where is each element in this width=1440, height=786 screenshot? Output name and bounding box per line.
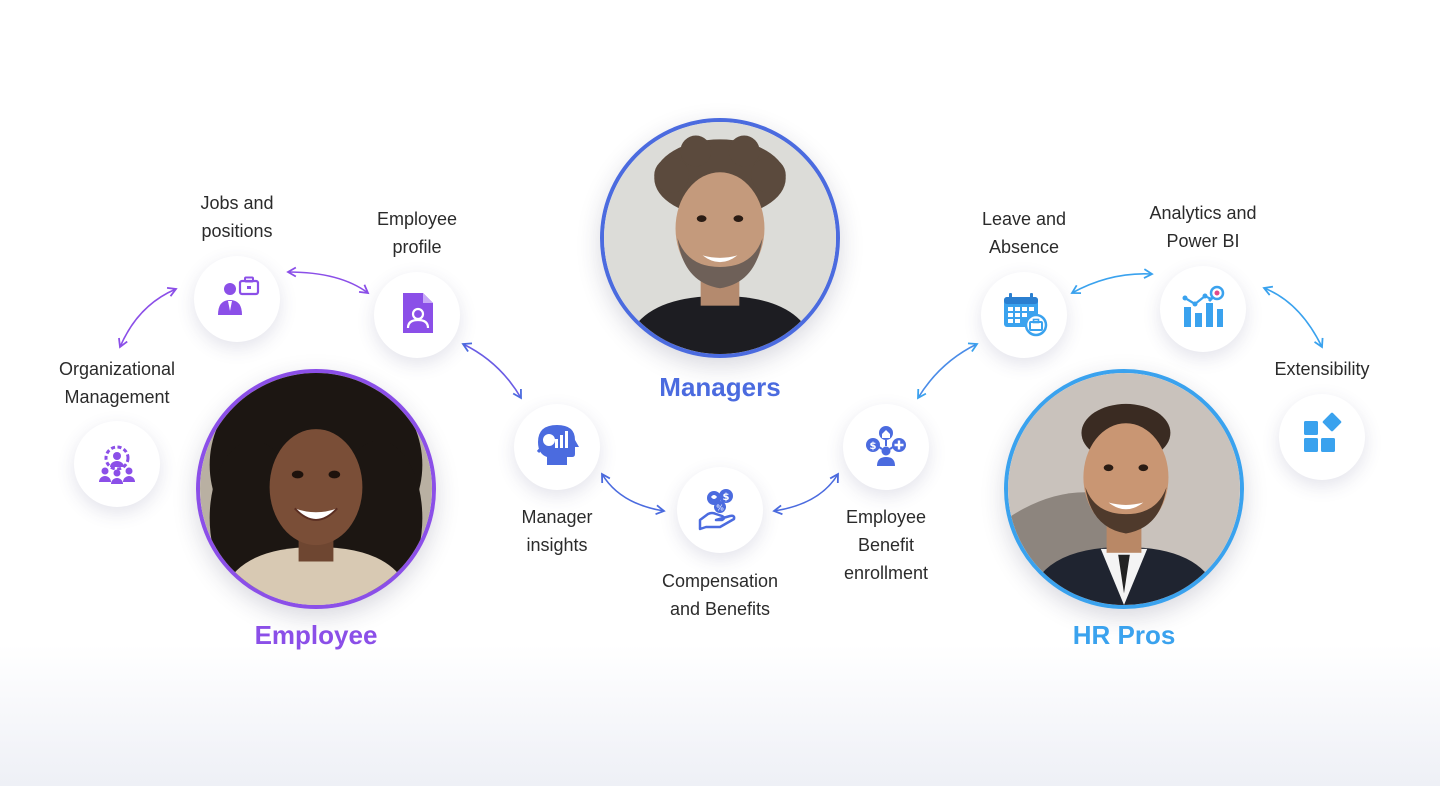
node-benefit-enrollment[interactable]: $ xyxy=(843,404,929,490)
role-managers: Managers xyxy=(659,372,781,402)
label-org-management: Organizational Management xyxy=(58,359,176,407)
hr-pros-avatar xyxy=(1004,369,1244,609)
label-manager-insights: Manager insights xyxy=(521,507,593,555)
arrow-compensation-enrollment xyxy=(772,472,839,516)
svg-text:$: $ xyxy=(723,492,730,503)
svg-text:%: % xyxy=(716,503,724,512)
node-extensibility[interactable] xyxy=(1279,394,1365,480)
role-hr-pros: HR Pros xyxy=(1072,620,1176,650)
node-jobs-positions[interactable] xyxy=(194,256,280,342)
org-management-icon xyxy=(93,438,141,491)
arrow-enrollment-leave xyxy=(917,342,979,400)
arrow-profile-insights xyxy=(461,342,522,400)
label-analytics: Analytics and Power BI xyxy=(1149,203,1257,251)
arrow-leave-analytics xyxy=(1070,268,1154,295)
employee-avatar xyxy=(196,369,436,609)
arrow-jobs-profile xyxy=(286,266,370,295)
leave-absence-icon xyxy=(1000,289,1048,342)
label-employee-profile: Employee profile xyxy=(376,209,458,257)
node-org-management[interactable] xyxy=(74,421,160,507)
managers-avatar xyxy=(600,118,840,358)
node-manager-insights[interactable] xyxy=(514,404,600,490)
label-benefit-enrollment: Employee Benefit enrollment xyxy=(843,507,929,583)
node-analytics[interactable] xyxy=(1160,266,1246,352)
role-employee: Employee xyxy=(254,620,378,650)
employee-profile-icon xyxy=(393,289,441,342)
node-compensation[interactable]: $ % xyxy=(677,467,763,553)
node-employee-profile[interactable] xyxy=(374,272,460,358)
benefit-enrollment-icon: $ xyxy=(862,421,910,474)
label-compensation: Compensation and Benefits xyxy=(661,571,779,619)
label-leave-absence: Leave and Absence xyxy=(981,209,1067,257)
node-leave-absence[interactable] xyxy=(981,272,1067,358)
jobs-positions-icon xyxy=(213,273,261,326)
arrow-org-jobs xyxy=(118,287,178,349)
label-extensibility: Extensibility xyxy=(1274,359,1370,379)
compensation-icon: $ % xyxy=(696,484,744,537)
arrow-analytics-extensibility xyxy=(1262,285,1324,349)
manager-insights-icon xyxy=(533,421,581,474)
arrow-insights-compensation xyxy=(601,472,666,516)
svg-text:$: $ xyxy=(870,441,877,452)
analytics-icon xyxy=(1179,283,1227,336)
extensibility-icon xyxy=(1298,411,1346,464)
label-jobs-positions: Jobs and positions xyxy=(200,193,274,241)
